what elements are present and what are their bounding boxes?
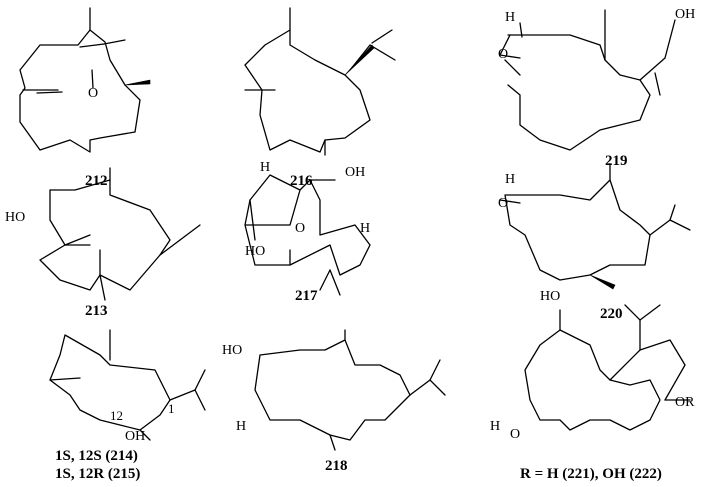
atom-label: HO [245, 244, 265, 259]
atom-label: O [498, 47, 508, 62]
atom-label: HO [540, 289, 560, 304]
compound-caption: 216 [290, 173, 313, 189]
structure-213: HO 213 [5, 167, 201, 319]
atom-label: H [505, 10, 515, 25]
compound-caption: 218 [325, 458, 348, 474]
structure-219: H O OH 219 [498, 7, 695, 169]
compound-caption: 219 [605, 153, 628, 169]
structure-221-222: H O OR R = H (221), OH (222) [490, 304, 695, 482]
structure-216: 216 [244, 7, 396, 189]
atom-label: H [260, 160, 270, 175]
compound-caption: 213 [85, 303, 108, 319]
compound-caption: 1S, 12S (214) [55, 448, 138, 464]
atom-label: OR [675, 395, 695, 410]
structure-220: H O HO 220 [498, 164, 691, 322]
compound-caption: R = H (221), OH (222) [520, 466, 662, 482]
atom-label: O [295, 221, 305, 236]
atom-label: H [490, 419, 500, 434]
atom-label: OH [675, 7, 695, 22]
atom-label: HO [222, 343, 242, 358]
structure-214-215: 12 1 OH 1S, 12S (214) 1S, 12R (215) [49, 329, 206, 482]
structure-217: H OH HO O H 217 [244, 160, 371, 304]
atom-label: H [236, 419, 246, 434]
atom-label: OH [345, 165, 365, 180]
atom-label: HO [5, 210, 25, 225]
compound-caption: 220 [600, 306, 623, 322]
structure-212: O 212 [19, 7, 151, 189]
atom-label: O [498, 196, 508, 211]
atom-label: H [360, 221, 370, 236]
atom-label: O [88, 86, 98, 101]
locant-label: 12 [110, 408, 123, 423]
atom-label: O [510, 427, 520, 442]
atom-label: H [505, 172, 515, 187]
atom-label: OH [125, 429, 145, 444]
compound-caption: 1S, 12R (215) [55, 466, 140, 482]
compound-caption: 217 [295, 288, 318, 304]
structure-218: HO H 218 [222, 329, 446, 474]
locant-label: 1 [168, 401, 175, 416]
